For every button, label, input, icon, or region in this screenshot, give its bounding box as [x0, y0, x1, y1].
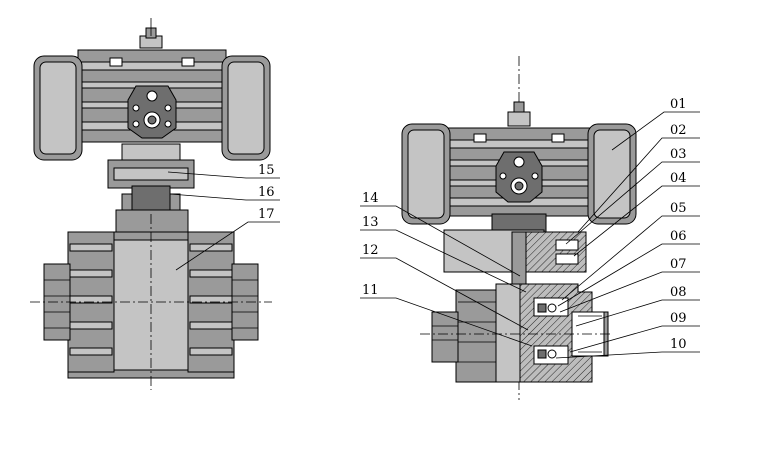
callout-15: 15	[258, 163, 275, 178]
callout-10: 10	[670, 337, 687, 352]
callout-labels-right: 01 02 03 04 05 06 07 08 09 10 11 12 13 1…	[362, 97, 687, 352]
section-coupling	[443, 213, 587, 309]
solenoid-mount-pad	[127, 85, 177, 139]
section-solenoid-pad	[495, 151, 543, 203]
actuator-left-cap	[33, 55, 83, 161]
callout-16: 16	[258, 185, 275, 200]
actuator-top-stem	[139, 18, 163, 49]
front-view	[30, 18, 280, 390]
callout-04: 04	[670, 171, 687, 186]
front-leaders	[167, 171, 280, 271]
callout-03: 03	[670, 147, 687, 162]
coupling-bracket	[107, 143, 195, 213]
callout-11: 11	[362, 283, 379, 298]
section-actuator-left-cap	[401, 123, 451, 225]
callout-02: 02	[670, 123, 687, 138]
callout-14: 14	[362, 191, 379, 206]
section-view	[360, 56, 700, 400]
callout-06: 06	[670, 229, 687, 244]
callout-12: 12	[362, 243, 379, 258]
section-body-exterior	[431, 283, 521, 383]
callout-08: 08	[670, 285, 687, 300]
callout-01: 01	[670, 97, 687, 112]
section-top-stem	[507, 101, 531, 127]
callout-07: 07	[670, 257, 687, 272]
section-leaders	[360, 111, 700, 359]
callout-17: 17	[258, 207, 275, 222]
callout-13: 13	[362, 215, 379, 230]
callout-09: 09	[670, 311, 687, 326]
callout-labels-left: 15 16 17	[258, 163, 275, 222]
callout-05: 05	[670, 201, 687, 216]
section-actuator-right-cap	[587, 123, 637, 225]
actuator-right-cap	[221, 55, 271, 161]
